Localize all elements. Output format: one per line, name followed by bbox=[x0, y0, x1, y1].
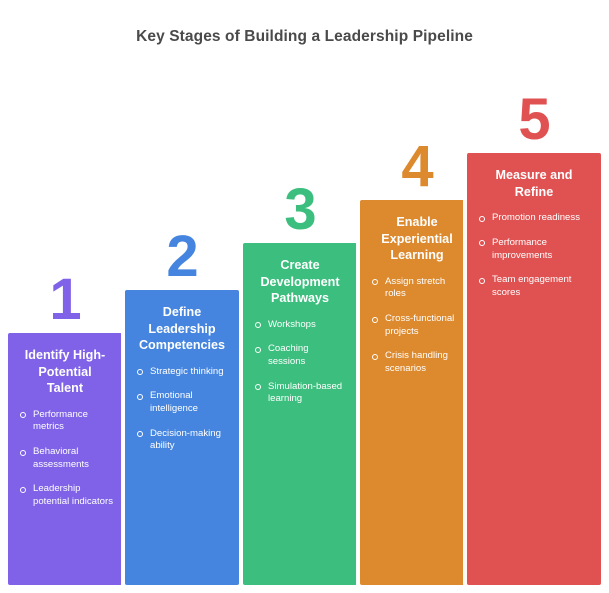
stage-title-3: Create Development Pathways bbox=[260, 258, 340, 306]
stage-number-5: 5 bbox=[518, 87, 550, 152]
bullet-circle-icon bbox=[479, 240, 485, 247]
stage-number-2: 2 bbox=[166, 224, 198, 289]
stage-item-label: Strategic thinking bbox=[150, 365, 224, 377]
list-item: Performance metrics bbox=[17, 409, 113, 434]
list-item: Coaching sessions bbox=[252, 343, 348, 368]
list-item: Leadership potential indicators bbox=[17, 483, 113, 508]
stage-title-5: Measure and Refine bbox=[495, 168, 573, 199]
stage-item-label: Promotion readiness bbox=[492, 212, 580, 224]
list-item: Promotion readiness bbox=[476, 212, 592, 225]
bullet-circle-icon bbox=[20, 486, 26, 493]
stage-item-label: Performance metrics bbox=[33, 408, 88, 433]
list-item: Workshops bbox=[252, 319, 348, 332]
list-item: Team engagement scores bbox=[476, 274, 592, 299]
stage-item-label: Behavioral assessments bbox=[33, 446, 89, 470]
list-item: Emotional intelligence bbox=[134, 390, 230, 415]
stage-item-label: Team engagement scores bbox=[492, 274, 572, 298]
list-item: Performance improvements bbox=[476, 237, 592, 262]
stage-item-label: Emotional intelligence bbox=[150, 390, 199, 415]
stage-item-label: Simulation-based learning bbox=[268, 380, 343, 405]
bullet-circle-icon bbox=[20, 412, 26, 419]
stage-title-2: Define Leadership Competencies bbox=[138, 305, 226, 353]
list-item: Assign stretch roles bbox=[369, 276, 465, 301]
stage-item-label: Decision-making ability bbox=[150, 427, 221, 452]
stage-title-1: Identify High-Potential Talent bbox=[24, 348, 106, 396]
stage-item-label: Coaching sessions bbox=[268, 343, 309, 368]
bullet-circle-icon bbox=[137, 431, 143, 438]
stage-item-label: Crisis handling scenarios bbox=[385, 350, 448, 375]
bullet-circle-icon bbox=[255, 384, 261, 391]
list-item: Simulation-based learning bbox=[252, 381, 348, 406]
bullet-circle-icon bbox=[479, 215, 485, 222]
list-item: Cross-functional projects bbox=[369, 313, 465, 338]
bullet-circle-icon bbox=[20, 449, 26, 456]
bullet-circle-icon bbox=[137, 393, 143, 400]
bullet-circle-icon bbox=[255, 322, 261, 329]
stage-number-4: 4 bbox=[401, 134, 433, 199]
stage-title-4: Enable Experiential Learning bbox=[381, 215, 453, 263]
list-item: Strategic thinking bbox=[134, 366, 230, 379]
stage-item-label: Cross-functional projects bbox=[385, 313, 455, 337]
page-title: Key Stages of Building a Leadership Pipe… bbox=[136, 28, 473, 45]
stage-number-1: 1 bbox=[49, 267, 81, 332]
bullet-circle-icon bbox=[255, 346, 261, 353]
stage-item-label: Performance improvements bbox=[492, 236, 553, 261]
list-item: Crisis handling scenarios bbox=[369, 350, 465, 375]
bullet-circle-icon bbox=[137, 369, 143, 376]
stage-item-label: Assign stretch roles bbox=[385, 275, 446, 300]
stage-item-label: Workshops bbox=[268, 318, 316, 330]
stage-number-3: 3 bbox=[284, 177, 316, 242]
bullet-circle-icon bbox=[372, 353, 378, 360]
list-item: Behavioral assessments bbox=[17, 446, 113, 471]
stage-item-label: Leadership potential indicators bbox=[33, 483, 113, 508]
bullet-circle-icon bbox=[479, 277, 485, 284]
bullet-circle-icon bbox=[372, 279, 378, 286]
list-item: Decision-making ability bbox=[134, 428, 230, 453]
bullet-circle-icon bbox=[372, 316, 378, 323]
